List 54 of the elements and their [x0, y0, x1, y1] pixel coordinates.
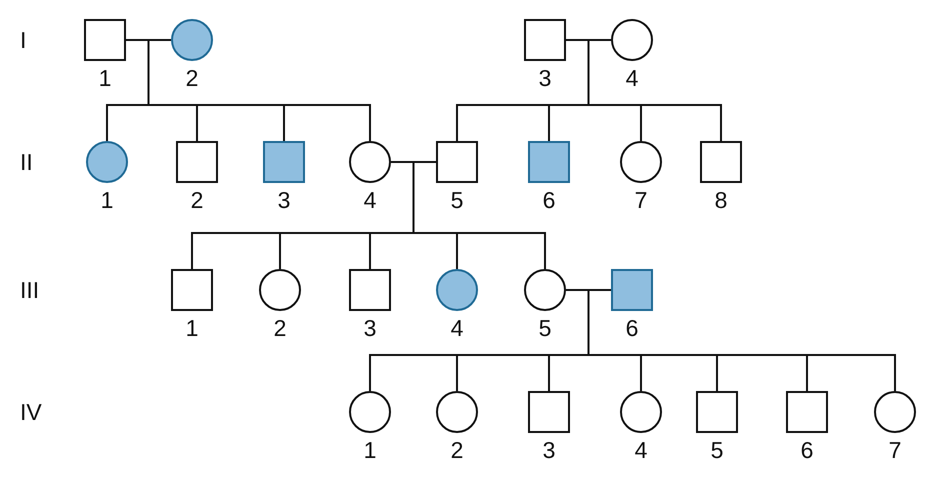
individual-number: 6	[542, 187, 556, 213]
shaded-female-circle	[436, 269, 478, 311]
female-circle	[349, 141, 391, 183]
shaded-male-square	[611, 269, 653, 311]
male-square	[528, 391, 570, 433]
female-circle	[436, 391, 478, 433]
individual-number: 7	[634, 187, 648, 213]
individual-number: 5	[538, 315, 552, 341]
generation-label: II	[20, 149, 33, 175]
male-square	[696, 391, 738, 433]
individual-number: 6	[624, 315, 640, 341]
individual-number: 1	[100, 187, 114, 213]
individual-number: 3	[538, 65, 552, 91]
individual-number: 4	[450, 315, 464, 341]
generation-label: III	[20, 277, 40, 303]
shaded-male-square	[528, 141, 570, 183]
individual-number: 5	[450, 187, 464, 213]
individual-number: 2	[272, 315, 288, 341]
generation-label: IV	[20, 399, 42, 425]
individual-number: 7	[888, 437, 902, 463]
individual-number: 1	[98, 65, 112, 91]
female-circle	[620, 391, 662, 433]
individual-number: 2	[450, 437, 464, 463]
individual-number: 2	[190, 187, 204, 213]
individual-number: 3	[362, 315, 378, 341]
male-square	[171, 269, 213, 311]
individual-number: 4	[634, 437, 648, 463]
male-square	[436, 141, 478, 183]
individual-number: 1	[362, 437, 378, 463]
male-square	[176, 141, 218, 183]
shaded-female-circle	[171, 19, 213, 61]
shaded-male-square	[263, 141, 305, 183]
generation-label: I	[20, 27, 26, 53]
individual-number: 4	[624, 65, 640, 91]
male-square	[700, 141, 742, 183]
individual-number: 8	[714, 187, 728, 213]
individual-number: 1	[184, 315, 200, 341]
individual-number: 5	[710, 437, 724, 463]
male-square	[786, 391, 828, 433]
female-circle	[259, 269, 301, 311]
female-circle	[349, 391, 391, 433]
individual-number: 6	[800, 437, 814, 463]
female-circle	[611, 19, 653, 61]
male-square	[84, 19, 126, 61]
shaded-female-circle	[86, 141, 128, 183]
female-circle	[874, 391, 916, 433]
individual-number: 4	[362, 187, 378, 213]
individual-number: 3	[542, 437, 556, 463]
female-circle	[620, 141, 662, 183]
male-square	[524, 19, 566, 61]
male-square	[349, 269, 391, 311]
individual-number: 2	[184, 65, 200, 91]
female-circle	[524, 269, 566, 311]
individual-number: 3	[276, 187, 292, 213]
